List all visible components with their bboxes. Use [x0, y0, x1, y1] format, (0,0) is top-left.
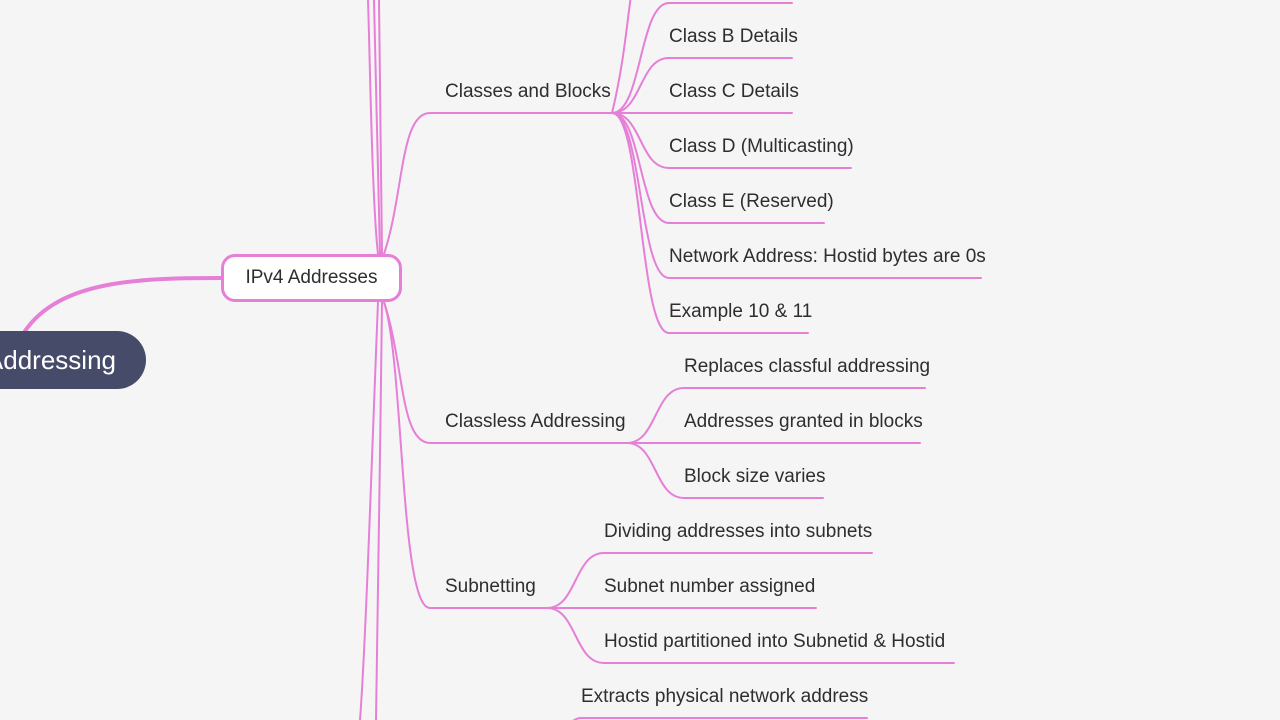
branch-classless-addressing[interactable]: Classless Addressing — [445, 411, 626, 432]
leaf-replaces-classful[interactable]: Replaces classful addressing — [684, 356, 931, 377]
leaf-block-size-varies[interactable]: Block size varies — [684, 466, 826, 487]
connector-subnetting-leaf-0 — [546, 552, 873, 609]
branch-subnetting[interactable]: Subnetting — [445, 576, 536, 597]
connector-classes-leaf-3 — [611, 112, 852, 169]
connector-classes-leaf-1 — [611, 57, 793, 114]
connector-offscreen-a — [611, 0, 632, 114]
connector-hub-branch-1 — [383, 301, 628, 444]
leaf-class-c-details[interactable]: Class C Details — [669, 81, 799, 102]
leaf-class-e[interactable]: Class E (Reserved) — [669, 191, 834, 212]
connector-root-hub — [23, 276, 223, 333]
root-node[interactable]: Addressing — [0, 331, 146, 389]
connector-bottom-leaf — [572, 717, 868, 720]
connector-classes-leaf-4 — [611, 112, 825, 224]
leaf-class-b-details[interactable]: Class B Details — [669, 26, 798, 47]
connector-classless-leaf-2 — [626, 442, 824, 499]
connector-hub-branch-0 — [383, 112, 613, 255]
connector-hub-branch-2 — [383, 301, 548, 609]
hub-node-label: IPv4 Addresses — [245, 267, 378, 288]
connector-classless-leaf-0 — [626, 387, 926, 444]
connector-trunk-up-1 — [367, 0, 379, 255]
connector-trunk-up-3 — [378, 0, 383, 255]
branch-classes-and-blocks[interactable]: Classes and Blocks — [445, 81, 611, 102]
leaf-network-address[interactable]: Network Address: Hostid bytes are 0s — [669, 246, 986, 267]
leaf-example-10-11[interactable]: Example 10 & 11 — [669, 301, 813, 322]
connector-trunk-up-2 — [373, 0, 381, 255]
connector-classes-leaf-0 — [611, 1, 793, 114]
leaf-dividing-addresses[interactable]: Dividing addresses into subnets — [604, 521, 873, 542]
leaf-hostid-partitioned[interactable]: Hostid partitioned into Subnetid & Hosti… — [604, 631, 946, 652]
leaf-addresses-granted[interactable]: Addresses granted in blocks — [684, 411, 923, 432]
leaf-class-d[interactable]: Class D (Multicasting) — [669, 136, 854, 157]
leaf-subnet-number[interactable]: Subnet number assigned — [604, 576, 816, 597]
connector-subnetting-leaf-2 — [546, 607, 955, 664]
root-node-label: Addressing — [0, 345, 116, 375]
connector-classes-leaf-6 — [611, 112, 809, 334]
connector-classes-leaf-5 — [611, 112, 982, 279]
connector-trunk-down-1 — [359, 301, 379, 720]
ipv4-addresses-node[interactable]: IPv4 Addresses — [221, 254, 402, 302]
leaf-extracts-physical[interactable]: Extracts physical network address — [581, 686, 869, 707]
connector-trunk-down-2 — [375, 301, 383, 720]
